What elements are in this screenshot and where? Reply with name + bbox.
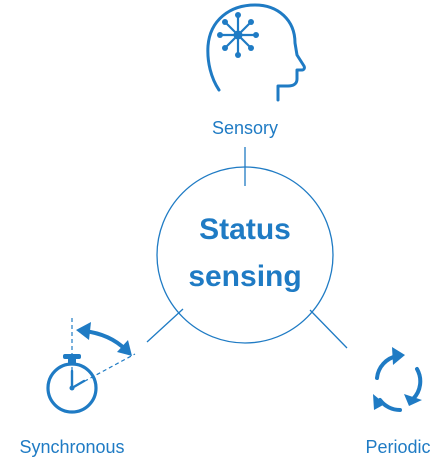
sensory-label: Sensory — [212, 118, 278, 138]
center-circle — [156, 166, 334, 344]
connector-periodic — [309, 309, 348, 349]
periodic-label: Periodic — [365, 437, 430, 457]
stopwatch-icon — [46, 318, 136, 414]
center-title-line2: sensing — [188, 260, 301, 293]
cycle-arrows-icon — [373, 347, 423, 412]
synchronous-label: Synchronous — [19, 437, 124, 457]
head-network-icon — [206, 3, 306, 102]
center-title-line1: Status — [199, 213, 291, 246]
connector-synchronous — [146, 308, 184, 343]
